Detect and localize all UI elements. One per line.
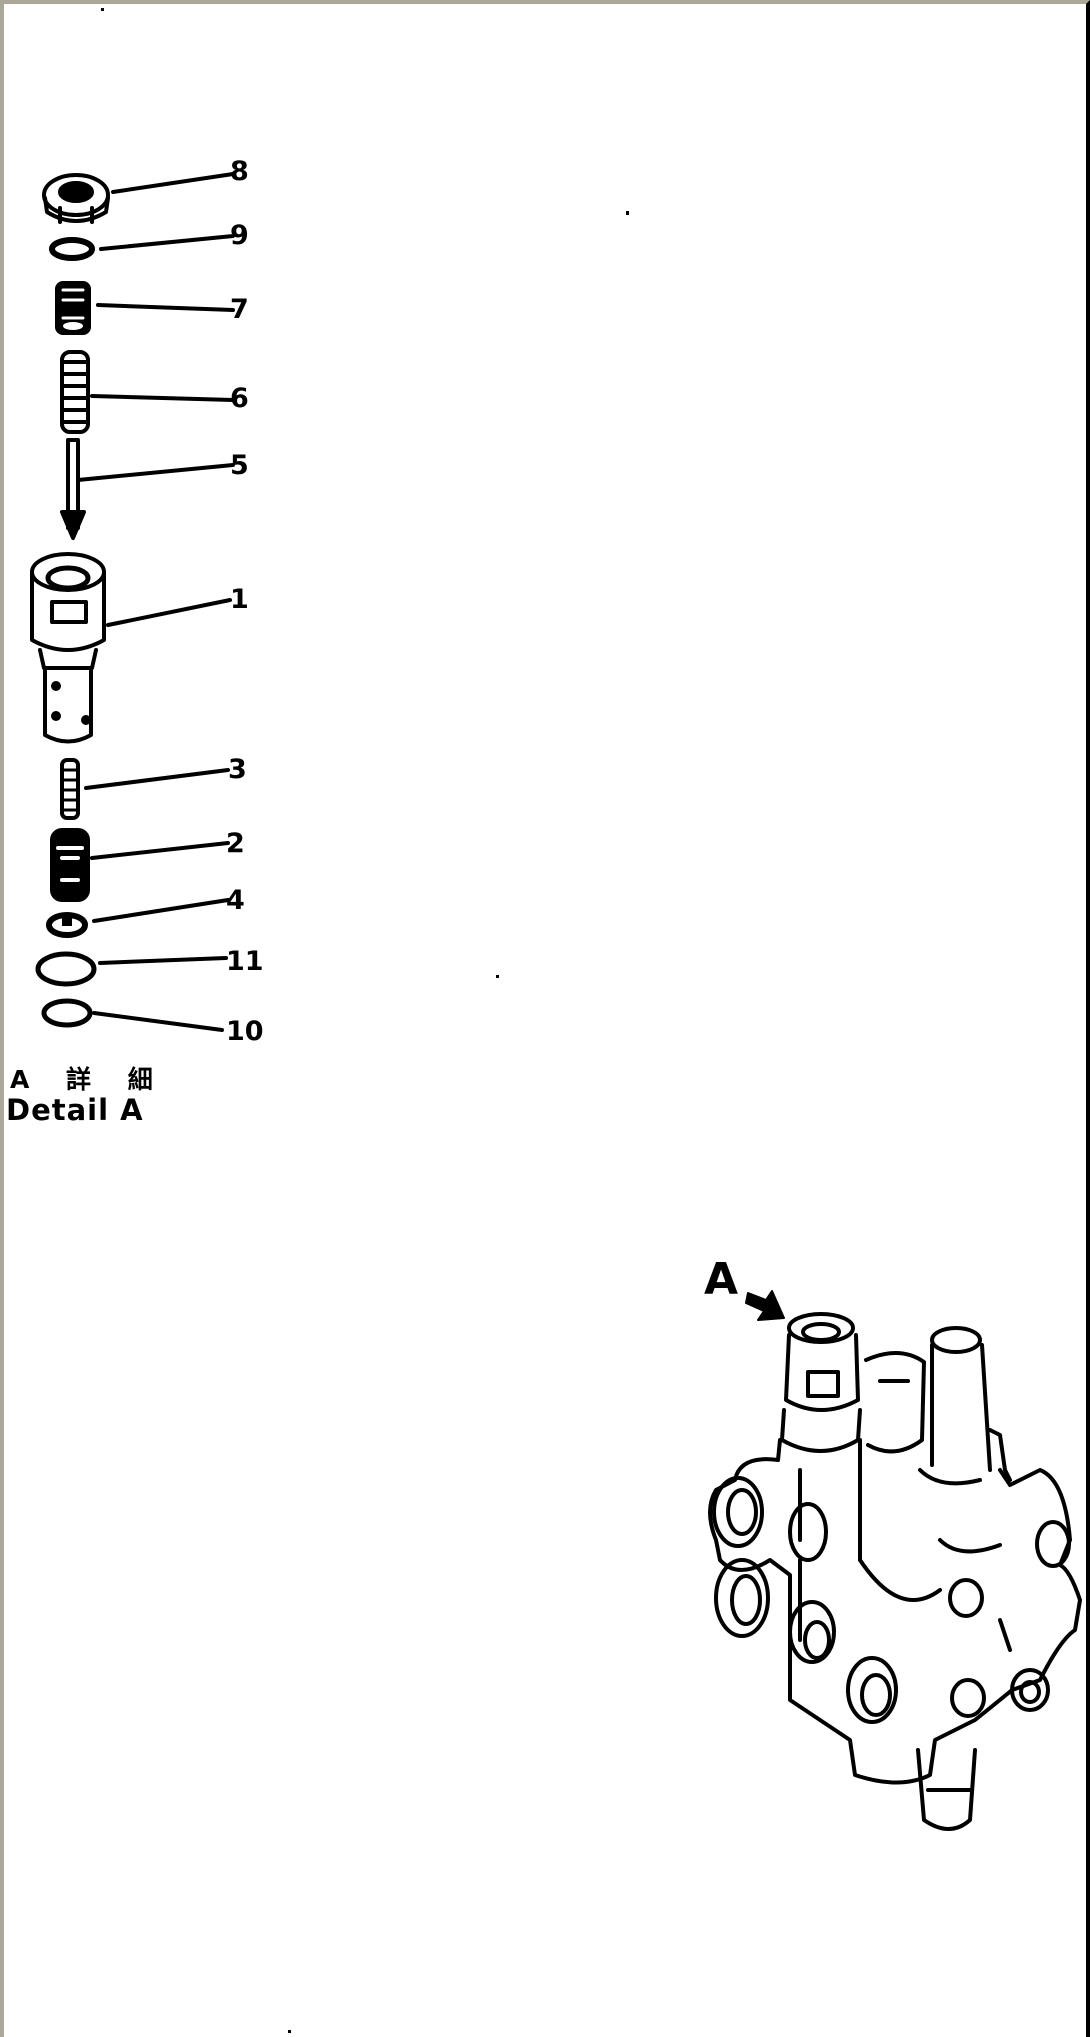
- callout-2: 2: [226, 828, 245, 859]
- callout-1: 1: [230, 584, 249, 615]
- detail-caption-japanese: A 詳 細: [10, 1065, 167, 1094]
- view-arrow-icon: [745, 1290, 785, 1321]
- detail-caption-english: Detail A: [6, 1093, 144, 1127]
- view-marker-a: A: [704, 1254, 739, 1305]
- part-7-plug-icon: [55, 281, 91, 335]
- callout-11: 11: [226, 946, 264, 977]
- valve-assembly-icon: [708, 1312, 1082, 1831]
- part-2-poppet-icon: [50, 828, 90, 902]
- part-5-pin-icon: [60, 438, 86, 540]
- callout-3: 3: [228, 754, 247, 785]
- part-4-seat-icon: [46, 912, 88, 938]
- callout-8: 8: [230, 156, 249, 187]
- part-6-spring-icon: [60, 350, 90, 434]
- part-1-valve-body-icon: [30, 552, 106, 744]
- callout-7: 7: [230, 294, 249, 325]
- callout-10: 10: [226, 1016, 264, 1047]
- part-3-spring-icon: [60, 758, 80, 820]
- callout-5: 5: [230, 450, 249, 481]
- part-10-o-ring-icon: [41, 998, 93, 1028]
- part-11-o-ring-icon: [35, 951, 97, 987]
- callout-9: 9: [230, 220, 249, 251]
- callout-6: 6: [230, 383, 249, 414]
- callout-4: 4: [226, 885, 245, 916]
- part-9-washer-icon: [49, 237, 95, 261]
- part-8-cap-nut-icon: [42, 173, 110, 224]
